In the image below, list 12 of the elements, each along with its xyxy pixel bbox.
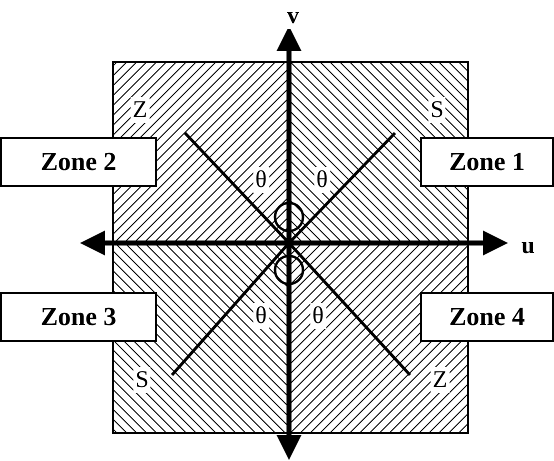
zone-label-box: Zone 1 bbox=[420, 137, 554, 187]
angle-symbol: θ bbox=[253, 303, 269, 329]
angle-symbol: θ bbox=[310, 303, 326, 329]
region-letter: Z bbox=[430, 367, 450, 393]
zone-label-box: Zone 2 bbox=[0, 137, 157, 187]
region-letter: S bbox=[133, 367, 151, 393]
zone-label-box: Zone 3 bbox=[0, 292, 157, 342]
region-letter: Z bbox=[130, 97, 150, 123]
region-letter: S bbox=[428, 97, 446, 123]
angle-symbol: θ bbox=[253, 167, 269, 193]
zone-label-box: Zone 4 bbox=[420, 292, 554, 342]
angle-symbol: θ bbox=[314, 167, 330, 193]
